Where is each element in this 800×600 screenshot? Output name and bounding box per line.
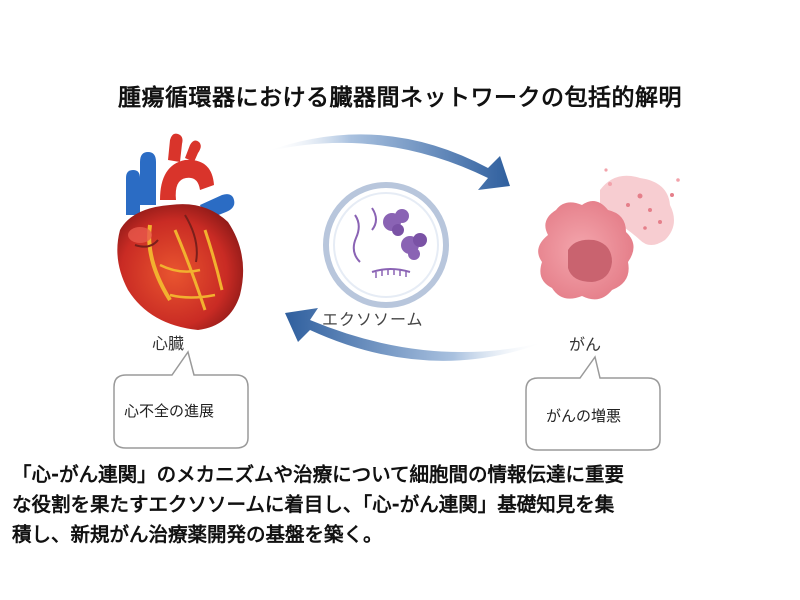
cancer-cell-illustration (538, 168, 680, 300)
organ-network-diagram (113, 133, 680, 451)
bubble-heart (113, 350, 249, 449)
exosome-icon (323, 182, 449, 308)
arrow-heart-to-cancer (265, 134, 510, 190)
bubble-cancer (525, 355, 661, 451)
description-paragraph: 「心-がん連関」のメカニズムや治療について細胞間の情報伝達に重要 な役割を果たす… (12, 460, 792, 550)
cancer-outcome-text: がんの増悪 (546, 407, 622, 425)
arrow-cancer-to-heart (285, 308, 545, 361)
cancer-label: がん (569, 335, 602, 354)
heart-label: 心臓 (152, 334, 185, 353)
diagram-title: 腫瘍循環器における臓器間ネットワークの包括的解明 (118, 85, 682, 111)
description-line: 「心-がん連関」のメカニズムや治療について細胞間の情報伝達に重要 (12, 463, 625, 486)
heart-illustration (117, 133, 244, 330)
description-line: 積し、新規がん治療薬開発の基盤を築く。 (12, 523, 383, 546)
heart-outcome-text: 心不全の進展 (124, 402, 215, 420)
exosome-label: エクソソーム (322, 310, 424, 329)
description-line: な役割を果たすエクソソームに着目し、「心-がん連関」基礎知見を集 (12, 493, 615, 516)
